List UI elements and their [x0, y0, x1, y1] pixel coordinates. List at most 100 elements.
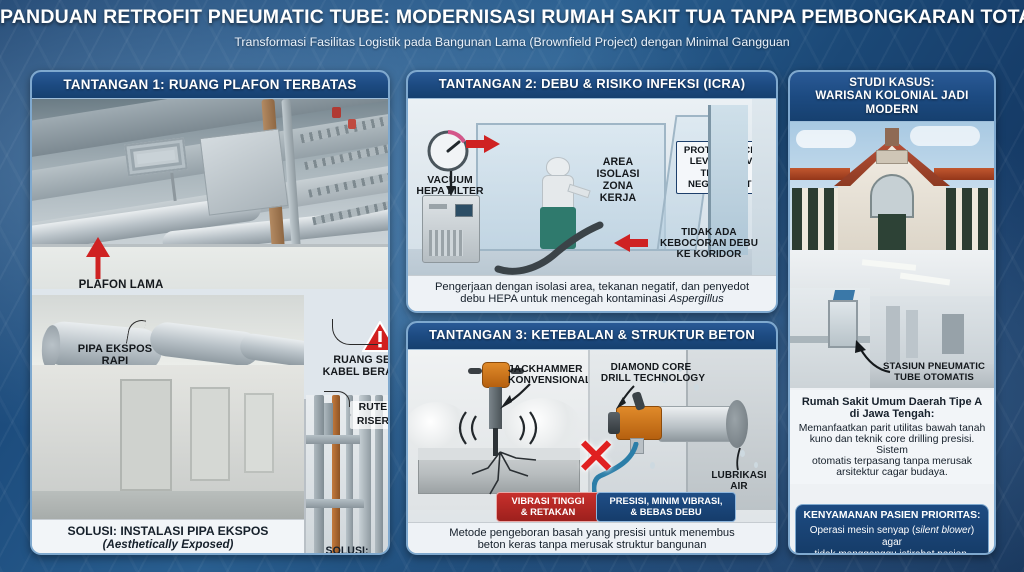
corridor-photo [32, 295, 304, 520]
arrow-lubrikasi-icon [736, 447, 741, 471]
tag-blue-line1: PRESISI, MINIM VIBRASI, [609, 494, 723, 506]
arrow-plafon-icon [86, 237, 110, 280]
panel-4-body: STASIUN PNEUMATIC TUBE OTOMATIS Rumah Sa… [790, 121, 994, 555]
jackhammer-tool [468, 361, 524, 456]
tag-blue-line2: & BEBAS DEBU [630, 505, 702, 517]
panel-4-header: STUDI KASUS: WARISAN KOLONIAL JADI MODER… [790, 72, 994, 122]
tag-vibrasi-tinggi: VIBRASI TINGGI & RETAKAN [496, 491, 600, 522]
panel-2-caption-line2-text: debu HEPA untuk mencegah kontaminasi [460, 292, 670, 305]
arrow-negative-pressure-icon [466, 134, 500, 153]
caption-right-line1: SOLUSI: UTILISASI [325, 545, 369, 555]
label-area-isolasi-4: KERJA [599, 191, 637, 204]
label-area-isolasi-3: ZONA [602, 179, 634, 192]
case-study-text: Rumah Sakit Umum Daerah Tipe A di Jawa T… [790, 389, 994, 484]
label-pipa-ekspos-line1: PIPA EKSPOS [77, 343, 153, 356]
panel-2-caption-line1: Pengerjaan dengan isolasi area, tekanan … [434, 280, 750, 293]
panel-2-caption-italic: Aspergillus [669, 292, 724, 305]
label-stasiun-line1: STASIUN PNEUMATIC [882, 360, 986, 372]
panel-4-header-line1: STUDI KASUS: [849, 76, 935, 89]
core-drill-scene [590, 349, 776, 510]
vibration-waves-icon [458, 411, 538, 445]
vacuum-hose-icon [494, 221, 604, 275]
panel-tantangan-2: TANTANGAN 2: DEBU & RISIKO INFEKSI (ICRA… [406, 70, 778, 313]
panel-4-header-line2: WARISAN KOLONIAL JADI MODERN [815, 89, 969, 116]
caption-title-italic: (Aesthetically Exposed) [102, 538, 234, 552]
label-ruang-sempit-line1: RUANG SEMPIT & [333, 354, 390, 367]
caption-divider [304, 399, 306, 553]
note-body-italic: silent blower [915, 524, 971, 536]
label-jackhammer-line2: KONVENSIONAL [508, 374, 592, 386]
arrow-diamond-core-icon [616, 385, 635, 409]
panel-2-header: TANTANGAN 2: DEBU & RISIKO INFEKSI (ICRA… [408, 72, 776, 99]
panel-tantangan-3: TANTANGAN 3: KETEBALAN & STRUKTUR BETON [406, 321, 778, 555]
scene-divider [588, 349, 590, 510]
label-rute-riser-line1: RUTE [350, 401, 388, 416]
arrow-station-icon [855, 339, 891, 374]
label-stasiun-line2: TUBE OTOMATIS [894, 371, 974, 383]
water-hose-icon [592, 441, 639, 503]
case-body-line3: otomatis terpasang tanpa merusak [812, 455, 972, 467]
tag-red-line1: VIBRASI TINGGI [511, 494, 585, 506]
arrow-jackhammer-icon [500, 383, 531, 409]
panel-1-caption-left: SOLUSI: INSTALASI PIPA EKSPOS (Aesthetic… [32, 519, 304, 553]
panel-2-caption-line2: debu HEPA untuk mencegah kontaminasi Asp… [408, 293, 776, 305]
note-body-pre: Operasi mesin senyap ( [809, 524, 916, 536]
header: PANDUAN RETROFIT PNEUMATIC TUBE: MODERNI… [0, 6, 1024, 49]
panel-1-body: PLAFON LAMA RUANG SEMPIT & KABEL BERANTA… [32, 99, 390, 555]
label-diamond-core-line1: DIAMOND CORE [610, 361, 692, 373]
pressure-gauge-icon [427, 129, 469, 172]
panel-1-header: TANTANGAN 1: RUANG PLAFON TERBATAS [32, 72, 388, 100]
ceiling-photo [32, 99, 388, 290]
case-body-line4: arsitektur cagar budaya. [836, 466, 948, 478]
patient-comfort-note: KENYAMANAN PASIEN PRIORITAS: Operasi mes… [795, 503, 989, 555]
label-lubrikasi-line2: AIR [730, 480, 748, 492]
label-no-leak-3: KE KORIDOR [676, 248, 742, 260]
label-ruang-sempit-line2: KABEL BERANTAKAN [322, 366, 388, 379]
panel-2-caption: Pengerjaan dengan isolasi area, tekanan … [408, 274, 776, 311]
note-body-line1: Operasi mesin senyap (silent blower) aga… [802, 525, 982, 549]
panel-3-header: TANTANGAN 3: KETEBALAN & STRUKTUR BETON [408, 323, 776, 350]
cross-mark-jackhammer-icon: ✕ [576, 430, 617, 484]
tag-presisi: PRESISI, MINIM VIBRASI, & BEBAS DEBU [596, 491, 736, 522]
label-pipa-ekspos-line2: RAPI [101, 355, 129, 368]
jackhammer-scene [408, 349, 588, 510]
panel-1-caption-right: SOLUSI: UTILISASI SHAFT VERTIKAL [306, 541, 388, 555]
panel-3-caption: Metode pengeboran basah yang presisi unt… [408, 521, 776, 553]
hepa-vacuum-machine [422, 194, 480, 263]
note-body-post: ) agar [881, 524, 975, 548]
page-title: PANDUAN RETROFIT PNEUMATIC TUBE: MODERNI… [0, 6, 1024, 28]
caption-body-line1: Teknik pemasangan rapi di bawah plafon [32, 552, 304, 553]
note-title: KENYAMANAN PASIEN PRIORITAS: [803, 509, 981, 521]
colonial-building-photo [790, 121, 994, 250]
core-barrel [658, 405, 734, 442]
label-no-leak-2: KEBOCORAN DEBU [659, 237, 759, 249]
drill-motor [616, 405, 662, 440]
panel-3-body: JACKHAMMER KONVENSIONAL [408, 349, 776, 553]
case-body-line2: kuno dan teknik core drilling presisi. S… [809, 433, 975, 456]
case-title-line2: di Jawa Tengah: [849, 407, 935, 420]
crack-lines-icon [471, 451, 537, 495]
panel-studi-kasus: STUDI KASUS: WARISAN KOLONIAL JADI MODER… [788, 70, 996, 555]
worker-figure [538, 156, 591, 249]
arrow-leak-block-icon [614, 233, 648, 252]
label-lubrikasi-line1: LUBRIKASI [711, 469, 767, 481]
caption-title-solusi-pipa: SOLUSI: INSTALASI PIPA EKSPOS [67, 524, 269, 539]
panel-3-caption-line2: beton keras tanpa merusak struktur bangu… [477, 538, 707, 551]
label-no-leak-1: TIDAK ADA [681, 226, 737, 238]
label-plafon-lama: PLAFON LAMA [78, 279, 164, 292]
note-body-line2: tidak mengganggu istirahat pasien. [814, 549, 970, 555]
hospital-corridor-photo [790, 251, 994, 388]
pneumatic-station [828, 299, 858, 348]
panel-3-caption-line1: Metode pengeboran basah yang presisi unt… [449, 526, 735, 539]
arrow-down-vacuum-icon [446, 170, 456, 196]
tag-red-line2: & RETAKAN [520, 505, 576, 517]
page-subtitle: Transformasi Fasilitas Logistik pada Ban… [234, 35, 790, 49]
case-body-line1: Memanfaatkan parit utilitas bawah tanah [798, 422, 986, 434]
label-area-isolasi-1: AREA [602, 155, 634, 168]
label-diamond-core-line2: DRILL TECHNOLOGY [600, 372, 706, 384]
label-rute-riser-line2: RISER [350, 415, 388, 430]
panel-2-body: VACUUM HEPA FILTER AREA ISOLASI ZONA KER… [408, 98, 776, 311]
label-jackhammer-line1: JACKHAMMER [508, 363, 583, 375]
case-title-line1: Rumah Sakit Umum Daerah Tipe A [801, 395, 983, 408]
